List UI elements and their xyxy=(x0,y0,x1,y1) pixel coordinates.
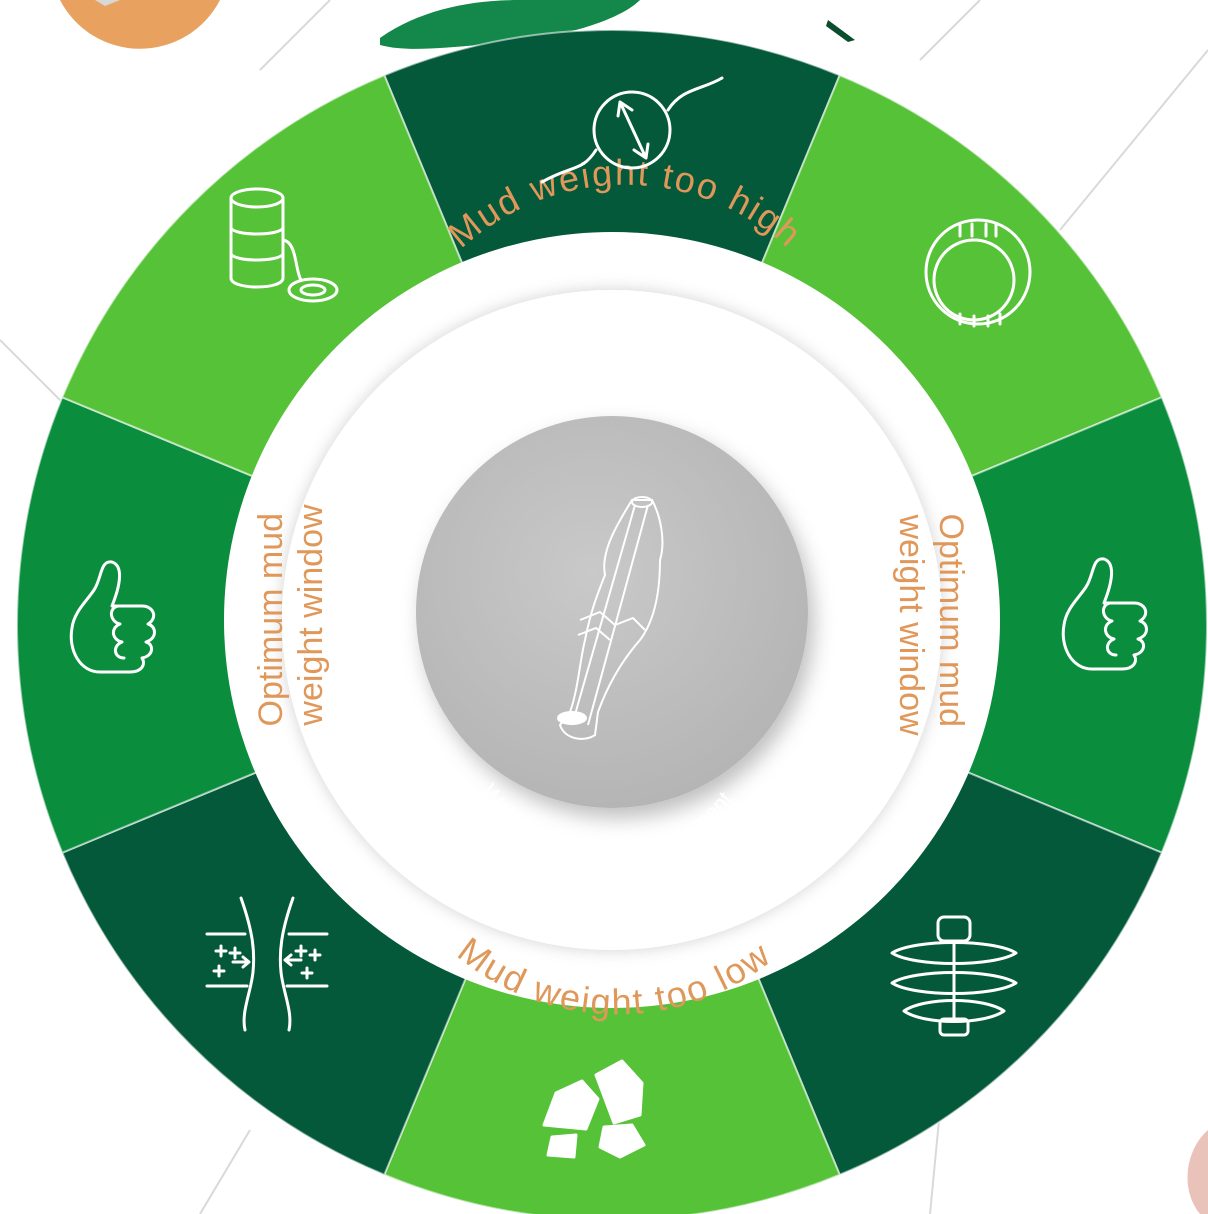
orange-blob-shape xyxy=(60,0,220,49)
label-optimum-left: Optimum mud weight window xyxy=(252,504,330,727)
segment-icons xyxy=(69,76,1148,1159)
label-optimum-right: Optimum mud weight window xyxy=(892,513,970,736)
label-optimum-left-line1: Optimum mud xyxy=(252,513,290,727)
label-optimum-right-line1: Optimum mud xyxy=(932,514,970,728)
thumbs-up-icon xyxy=(1061,557,1148,671)
fluid-influx-icon xyxy=(205,896,329,1032)
thumbs-up-icon xyxy=(69,560,156,674)
tensile-fracture-icon xyxy=(540,76,724,184)
label-optimum-left-line2: weight window xyxy=(292,504,330,727)
wellbore-core-icon xyxy=(557,496,664,740)
hole-compression-icon xyxy=(924,218,1032,328)
mud-loss-barrel-icon xyxy=(229,187,339,303)
rock-cavings-icon xyxy=(542,1059,646,1159)
drill-string-stuck-icon xyxy=(890,915,1018,1037)
green-blob-shape xyxy=(380,0,640,49)
center-disc xyxy=(416,416,808,808)
label-optimum-right-line2: weight window xyxy=(892,513,930,736)
